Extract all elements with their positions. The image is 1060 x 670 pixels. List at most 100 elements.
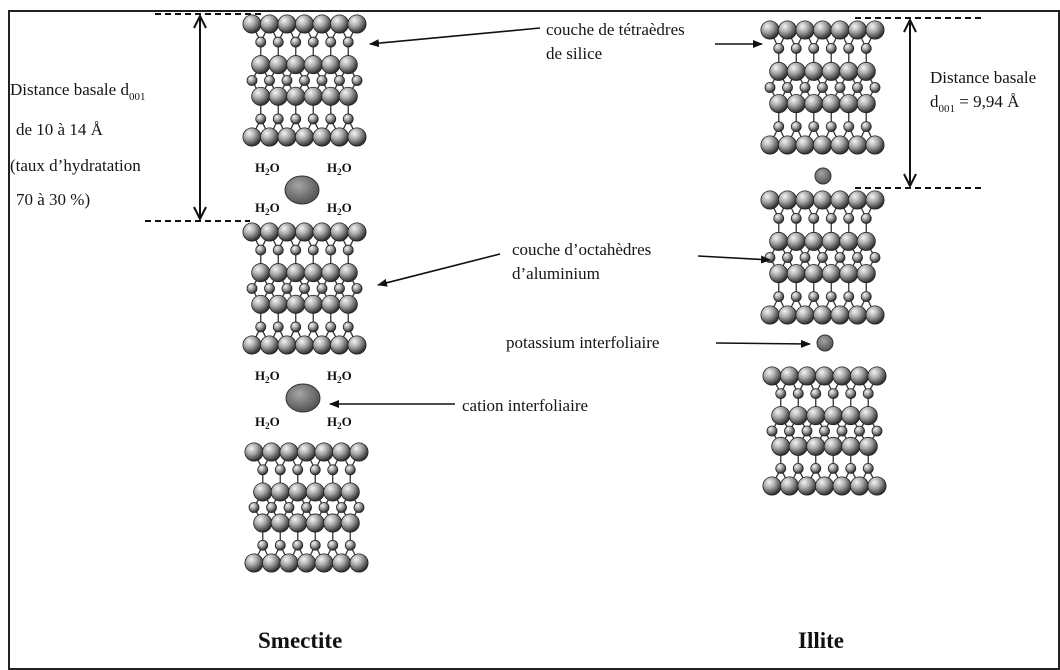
- atom-sphere: [775, 388, 787, 400]
- atom-sphere: [288, 482, 308, 502]
- atom-sphere: [296, 553, 316, 573]
- atom-sphere: [821, 61, 841, 81]
- atom-sphere: [286, 294, 306, 314]
- atom-sphere: [321, 263, 341, 283]
- atom-sphere: [778, 20, 798, 40]
- atom-sphere: [307, 321, 319, 333]
- atom-sphere: [244, 442, 264, 462]
- atom-sphere: [259, 335, 279, 355]
- atom-sphere: [869, 82, 881, 93]
- atom-sphere: [769, 61, 789, 81]
- atom-sphere: [299, 75, 310, 86]
- atom-sphere: [314, 553, 334, 573]
- atom-sphere: [797, 476, 817, 496]
- atom-sphere: [825, 212, 837, 224]
- atom-sphere: [312, 222, 332, 242]
- atom-sphere: [854, 425, 865, 437]
- water-label: H2O: [327, 200, 352, 217]
- atom-sphere: [268, 55, 288, 75]
- atom-sphere: [865, 20, 885, 40]
- atom-sphere: [762, 476, 782, 496]
- atom-sphere: [321, 55, 341, 75]
- silica-arrow-left: [369, 27, 541, 48]
- atom-sphere: [268, 263, 288, 283]
- atom-sphere: [286, 86, 306, 106]
- atom-sphere: [255, 36, 267, 48]
- atom-sphere: [843, 212, 855, 224]
- atom-sphere: [264, 283, 275, 294]
- potassium-arrow: [715, 339, 811, 348]
- atom-sphere: [867, 476, 887, 496]
- atom-sphere: [251, 294, 271, 314]
- atom-sphere: [248, 502, 260, 513]
- illite-basal-line2: d001 = 9,94 Å: [930, 92, 1019, 115]
- atom-sphere: [246, 75, 258, 86]
- atom-sphere: [344, 464, 356, 476]
- atom-sphere: [312, 335, 332, 355]
- atom-sphere: [867, 366, 887, 386]
- atom-sphere: [274, 539, 286, 551]
- illite-title: Illite: [798, 628, 844, 653]
- atom-sphere: [825, 42, 837, 54]
- atom-sphere: [843, 121, 855, 133]
- atom-sphere: [342, 244, 354, 256]
- atom-sphere: [843, 42, 855, 54]
- atom-sphere: [764, 82, 776, 93]
- atom-sphere: [288, 513, 308, 533]
- atom-sphere: [788, 406, 808, 426]
- octa-arrow-left: [377, 253, 501, 287]
- atom-sphere: [836, 425, 848, 437]
- atom-sphere: [862, 462, 874, 474]
- atom-sphere: [852, 82, 863, 93]
- atom-sphere: [839, 61, 859, 81]
- octa-label-line2: d’aluminium: [512, 264, 600, 283]
- atom-sphere: [817, 252, 828, 263]
- atom-sphere: [773, 291, 785, 303]
- atom-sphere: [270, 482, 290, 502]
- water-label: H2O: [255, 160, 280, 177]
- potassium-label: potassium interfoliaire: [506, 333, 660, 352]
- atom-sphere: [314, 442, 334, 462]
- atom-sphere: [806, 436, 826, 456]
- atom-sphere: [290, 244, 302, 256]
- atom-sphere: [845, 462, 857, 474]
- atom-sphere: [303, 294, 323, 314]
- atom-sphere: [338, 294, 358, 314]
- atom-sphere: [321, 86, 341, 106]
- atom-sphere: [773, 121, 785, 133]
- atom-sphere: [307, 36, 319, 48]
- atom-sphere: [242, 335, 262, 355]
- silica-label-line1: couche de tétraèdres: [546, 20, 685, 39]
- atom-sphere: [832, 366, 852, 386]
- atom-sphere: [860, 121, 872, 133]
- atom-sphere: [801, 425, 813, 437]
- clay-structure-diagram: [145, 13, 985, 573]
- atom-sphere: [259, 127, 279, 147]
- atom-sphere: [843, 291, 855, 303]
- atom-sphere: [834, 252, 846, 263]
- atom-sphere: [799, 82, 811, 93]
- atom-sphere: [769, 94, 789, 114]
- smectite-basal-line4: 70 à 30 %): [16, 190, 91, 209]
- atom-sphere: [279, 442, 299, 462]
- atom-sphere: [279, 553, 299, 573]
- atom-sphere: [790, 42, 802, 54]
- atom-sphere: [804, 61, 824, 81]
- atom-sphere: [253, 513, 273, 533]
- atom-sphere: [795, 20, 815, 40]
- smectite-basal-line2: de 10 à 14 Å: [16, 120, 103, 139]
- atom-sphere: [813, 20, 833, 40]
- atom-sphere: [283, 502, 295, 513]
- atom-sphere: [788, 436, 808, 456]
- atom-sphere: [294, 127, 314, 147]
- atom-sphere: [773, 212, 785, 224]
- atom-sphere: [316, 283, 328, 294]
- atom-sphere: [813, 305, 833, 325]
- atom-sphere: [848, 190, 868, 210]
- water-label: H2O: [255, 368, 280, 385]
- atom-sphere: [255, 113, 267, 125]
- cation-label: cation interfoliaire: [462, 396, 589, 415]
- atom-sphere: [321, 294, 341, 314]
- atom-sphere: [323, 513, 343, 533]
- smectite-basal-sub: 001: [128, 91, 146, 103]
